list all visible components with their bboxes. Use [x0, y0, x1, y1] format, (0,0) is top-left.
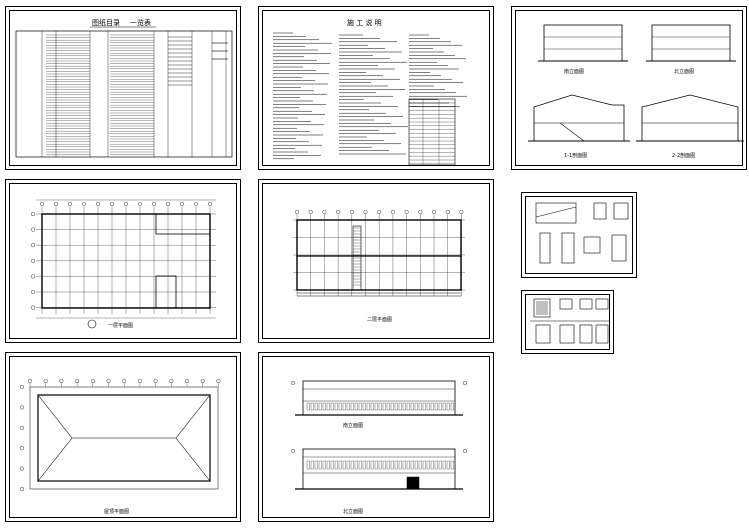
sheet-elevations-sections: 南立面图 北立面图 1-1剖面图 2-2剖面图 — [511, 6, 747, 170]
long-elevations: 南立面图 北立面图 — [291, 380, 467, 515]
sheet-floor-plan-1: 一层平面图 — [5, 179, 241, 343]
floor-plan-1-label: 一层平面图 — [108, 323, 133, 329]
roof-plan: 屋顶平面图 — [19, 379, 221, 515]
floor-plan-2-label: 二层平面图 — [367, 317, 392, 323]
sheet-long-elevations: 南立面图 北立面图 — [258, 352, 494, 522]
long-elevation-label-2: 北立面图 — [343, 508, 363, 515]
sheet-drawing-index: 图纸目录 一览表 — [5, 6, 241, 170]
roof-plan-label: 屋顶平面图 — [104, 509, 129, 515]
sheet-details-b — [521, 290, 614, 354]
north-elevation-small — [646, 24, 736, 62]
sheet-floor-plan-2: 二层平面图 — [258, 179, 494, 343]
drawing-index-table: 图纸目录 一览表 — [15, 18, 233, 158]
section-1-1 — [528, 94, 630, 142]
index-subtitle: 一览表 — [130, 18, 151, 27]
elevations-sections: 南立面图 北立面图 1-1剖面图 2-2剖面图 — [528, 24, 744, 159]
details-b — [530, 298, 610, 344]
construction-notes: 施 工 说 明 — [273, 18, 467, 166]
elevation-label-2: 北立面图 — [674, 68, 694, 75]
floor-plan-1: 一层平面图 — [31, 199, 216, 329]
sheet-details-a — [521, 192, 637, 278]
section-label-1: 1-1剖面图 — [564, 152, 587, 159]
notes-title: 施 工 说 明 — [347, 18, 382, 27]
south-elevation-small — [538, 24, 628, 62]
long-elevation-label-1: 南立面图 — [343, 422, 363, 429]
details-a — [535, 202, 629, 264]
elevation-label-1: 南立面图 — [564, 68, 584, 75]
sheet-construction-notes: 施 工 说 明 — [258, 6, 494, 170]
sheet-roof-plan: 屋顶平面图 — [5, 352, 241, 522]
index-title: 图纸目录 — [92, 18, 120, 27]
floor-plan-2: 二层平面图 — [293, 210, 465, 323]
section-label-2: 2-2剖面图 — [672, 152, 695, 159]
section-2-2 — [636, 94, 744, 142]
